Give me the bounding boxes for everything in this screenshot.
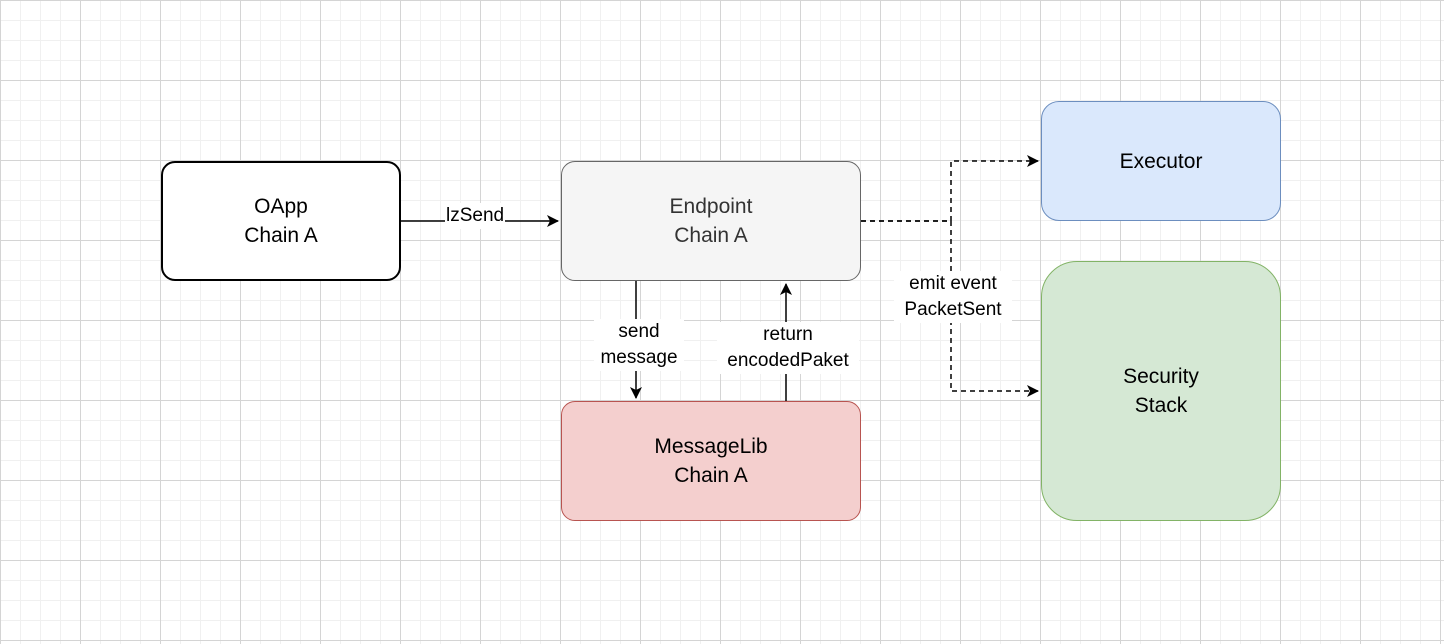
oapp-title: OApp — [254, 195, 308, 218]
executor-node[interactable]: Executor — [1041, 101, 1281, 221]
security-subtitle: Stack — [1134, 394, 1188, 417]
send-message-line2: message — [600, 347, 678, 368]
executor-title: Executor — [1119, 149, 1203, 173]
emit-event-line2: PacketSent — [904, 299, 1002, 320]
emit-event-line1: emit event — [909, 273, 997, 294]
messagelib-title: MessageLib — [654, 435, 768, 458]
messagelib-node[interactable]: MessageLib Chain A — [561, 401, 861, 521]
return-packet-label: return encodedPaket — [717, 322, 859, 374]
endpoint-chain: Chain A — [674, 224, 748, 247]
messagelib-chain: Chain A — [674, 464, 748, 487]
lzsend-label-text: lzSend — [446, 205, 505, 226]
return-packet-line1: return — [763, 324, 813, 345]
return-packet-line2: encodedPaket — [727, 350, 849, 371]
oapp-chain: Chain A — [244, 224, 318, 247]
security-title: Security — [1123, 365, 1199, 388]
send-message-line1: send — [618, 321, 660, 342]
endpoint-node[interactable]: Endpoint Chain A — [561, 161, 861, 281]
edge-emit-executor[interactable] — [861, 155, 1039, 222]
endpoint-title: Endpoint — [669, 195, 753, 218]
security-stack-node[interactable]: Security Stack — [1041, 261, 1281, 521]
lzsend-label: lzSend — [445, 203, 506, 229]
send-message-label: send message — [594, 319, 684, 371]
emit-event-label: emit event PacketSent — [894, 271, 1012, 323]
oapp-node[interactable]: OApp Chain A — [161, 161, 401, 281]
